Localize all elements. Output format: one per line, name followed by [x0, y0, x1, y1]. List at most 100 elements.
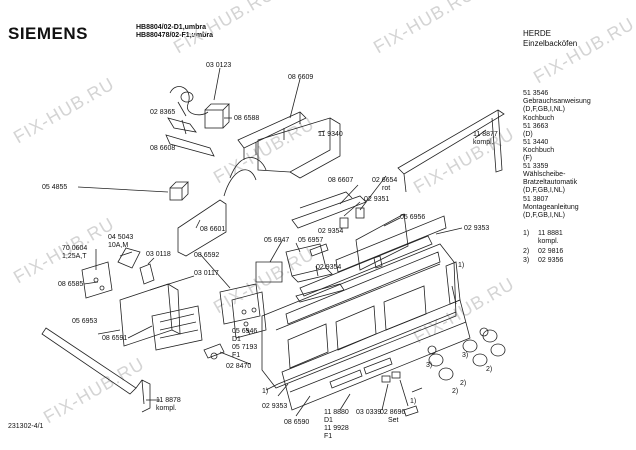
- wire-coil-part: [180, 91, 194, 103]
- accessory-desc: Kochbuch: [523, 115, 555, 122]
- footnote-part: 02 9816: [538, 248, 564, 255]
- clock-module-part: [231, 291, 267, 339]
- part-label: D1: [324, 417, 333, 424]
- rail-11-8877-part: [397, 109, 505, 175]
- callout-label: 2): [460, 380, 467, 387]
- callout-label: 1): [262, 388, 269, 395]
- model-line-1: HB8804/02-D1,umbra: [136, 24, 207, 31]
- accessory-part: 51 3359: [523, 163, 549, 170]
- accessory-part: 51 3807: [523, 196, 549, 203]
- part-label: 08 6607: [328, 177, 354, 184]
- document-number: 231302-4/1: [8, 423, 44, 430]
- side-bracket-part: [445, 261, 461, 305]
- callout-label: 3): [426, 362, 433, 369]
- plate-05-6956-part: [355, 213, 409, 271]
- accessory-desc: (D): [523, 131, 533, 138]
- front-panel-frame-part: [261, 243, 457, 389]
- part-label: 08 6609: [288, 74, 314, 81]
- part-label: 08 6588: [234, 115, 260, 122]
- transformer-part: [204, 109, 224, 129]
- lamp-holder-part: [309, 243, 329, 257]
- part-label: 11 8878: [156, 397, 181, 404]
- module-08-6591-part: [151, 305, 203, 351]
- strip-part: [165, 134, 215, 157]
- part-label: 02 6654: [372, 177, 398, 184]
- accessory-part: 51 3440: [523, 139, 549, 146]
- bracket-08-6601-part: [177, 199, 227, 257]
- panel-window: [287, 323, 329, 369]
- part-label: 02 8696: [380, 409, 406, 416]
- accessory-desc: (D,F,GB,I,NL): [523, 187, 566, 194]
- part-label: 08 6608: [150, 145, 176, 152]
- part-label: 05 6947: [264, 237, 290, 244]
- upper-bracket-part: [237, 111, 307, 149]
- part-label: 11 9340: [318, 131, 343, 138]
- sensor-part: [169, 187, 183, 201]
- part-label: D1: [232, 336, 241, 343]
- fuse-board-part: [81, 261, 113, 299]
- part-label: rot: [382, 185, 391, 192]
- fuse-holder-part: [117, 247, 141, 269]
- plate-02-9353-part: [335, 215, 447, 273]
- bar-part: [299, 235, 433, 297]
- part-label: 04 5043: [108, 234, 134, 241]
- accessory-desc: (D,F,GB,I,NL): [523, 106, 566, 113]
- part-label: 03 0118: [146, 251, 171, 258]
- part-label: F1: [232, 352, 241, 359]
- product-title: HERDE: [523, 29, 552, 38]
- part-label: Set: [388, 417, 399, 424]
- part-label: 05 6946: [232, 328, 258, 335]
- knob-part: [462, 339, 478, 353]
- model-line-2: HB880478/02-F1,umbra: [136, 32, 214, 39]
- callout-label: 3): [462, 352, 469, 359]
- panel-08-6592-part: [219, 283, 261, 325]
- part-label: 03 0339: [356, 409, 382, 416]
- part-label: 05 6953: [72, 318, 98, 325]
- part-label: 08 6601: [200, 226, 226, 233]
- part-label: 05 6956: [400, 214, 426, 221]
- wire-part: [169, 86, 209, 116]
- part-label: 11 9928: [324, 425, 349, 432]
- rod-part: [403, 405, 419, 417]
- footnote-num: 1): [523, 230, 530, 237]
- part-label: 02 9354: [318, 228, 344, 235]
- part-label: 70 0604: [62, 245, 88, 252]
- footnote-num: 2): [523, 248, 530, 255]
- knob-cap-part: [479, 327, 489, 337]
- callout-label: 1): [410, 398, 417, 405]
- part-label: 11 8880: [324, 409, 349, 416]
- accessory-desc: Montageanleitung: [523, 204, 579, 211]
- support-08-6607-part: [291, 195, 367, 229]
- part-label: 02 9353: [464, 225, 490, 232]
- connector-part: [203, 343, 225, 359]
- accessory-desc: (F): [523, 155, 532, 162]
- part-label: 05 4855: [42, 184, 68, 191]
- part-label: 02 8470: [226, 363, 252, 370]
- accessory-desc: Kochbuch: [523, 147, 555, 154]
- callout-label: 1): [458, 262, 465, 269]
- part-label: 08 6591: [102, 335, 128, 342]
- brand-logo: SIEMENS: [8, 24, 89, 43]
- accessory-desc: Bratzeltautomatik: [523, 179, 578, 186]
- part-label: kompl.: [156, 405, 177, 412]
- footnote-note: kompl.: [538, 238, 559, 245]
- bracket-11-9340-part: [257, 117, 331, 173]
- part-label: 08 6590: [284, 419, 310, 426]
- accessory-part: 51 3546: [523, 90, 549, 97]
- knob-cap-part: [427, 345, 437, 355]
- footnote-num: 3): [523, 257, 530, 264]
- callout-label: 2): [452, 388, 459, 395]
- clip-03-0118-part: [139, 263, 155, 285]
- part-label: 02 9353: [262, 403, 288, 410]
- accessory-desc: (D,F,GB,I,NL): [523, 212, 566, 219]
- part-label: 1,25A,T: [62, 253, 87, 260]
- footnote-part: 11 8881: [538, 230, 563, 237]
- part-label: 03 0123: [206, 62, 232, 69]
- part-label: 08 6585: [58, 281, 84, 288]
- footnote-part: 02 9356: [538, 257, 564, 264]
- part-label: 05 7193: [232, 344, 258, 351]
- accessory-desc: Gebrauchsanweisung: [523, 98, 591, 105]
- knob-part: [428, 353, 444, 367]
- knob-part: [472, 353, 488, 367]
